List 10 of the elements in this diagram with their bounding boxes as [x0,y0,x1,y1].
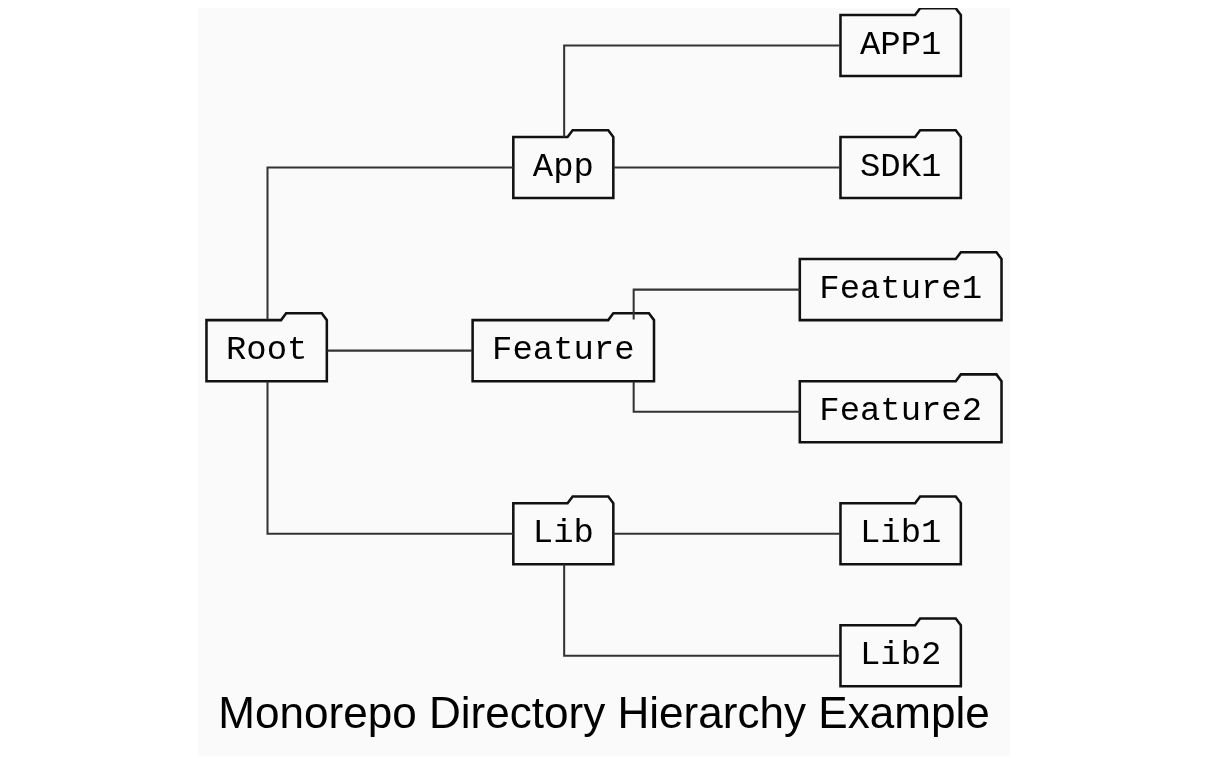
connector [266,166,514,320]
connector [266,381,514,535]
connector [613,166,841,169]
connector [613,532,841,535]
connector [632,288,800,320]
connector [327,349,473,352]
connector [563,44,840,137]
caption: Monorepo Directory Hierarchy Example [218,688,990,738]
connector [632,381,800,413]
connector [563,564,840,657]
